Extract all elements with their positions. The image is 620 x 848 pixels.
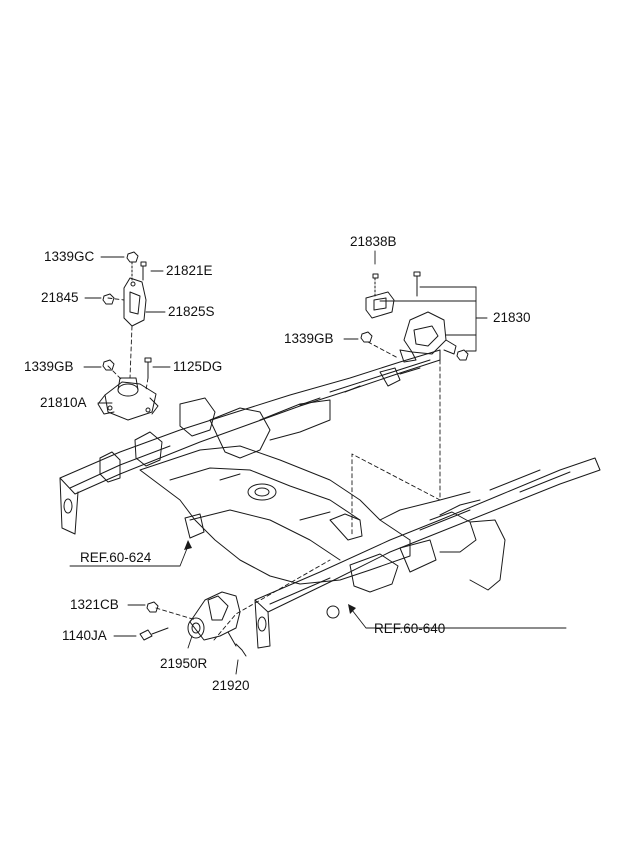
label-1140JA[interactable]: 1140JA xyxy=(62,628,107,643)
label-21830[interactable]: 21830 xyxy=(493,310,531,325)
ref-60-640-link[interactable]: REF.60-640 xyxy=(374,621,446,636)
label-1125DG[interactable]: 1125DG xyxy=(173,359,223,374)
left-engine-mount xyxy=(97,377,159,421)
roll-mount-21950R xyxy=(139,591,247,657)
assembly-dashed-lines xyxy=(107,297,441,641)
label-1339GB-left[interactable]: 1339GB xyxy=(24,359,74,374)
label-1339GC[interactable]: 1339GC xyxy=(44,249,95,264)
label-21821E[interactable]: 21821E xyxy=(166,263,213,278)
left-fasteners xyxy=(102,251,152,379)
rear-frame-rail xyxy=(254,457,601,649)
ref-60-624-link[interactable]: REF.60-624 xyxy=(80,550,152,565)
right-engine-mount xyxy=(399,311,457,363)
label-1321CB[interactable]: 1321CB xyxy=(70,597,119,612)
label-21838B[interactable]: 21838B xyxy=(350,234,397,249)
leader-lines xyxy=(69,250,567,675)
label-21920[interactable]: 21920 xyxy=(212,678,250,693)
bracket-21838B xyxy=(360,271,469,361)
label-21810A[interactable]: 21810A xyxy=(40,395,87,410)
front-crossmember xyxy=(59,349,441,535)
label-1339GB-right[interactable]: 1339GB xyxy=(284,331,334,346)
label-21845[interactable]: 21845 xyxy=(41,290,79,305)
subframe-cradle xyxy=(139,445,471,585)
label-21825S[interactable]: 21825S xyxy=(168,304,215,319)
label-21950R[interactable]: 21950R xyxy=(160,656,208,671)
bracket-21825S xyxy=(123,277,147,327)
ref-arrows xyxy=(184,540,356,614)
